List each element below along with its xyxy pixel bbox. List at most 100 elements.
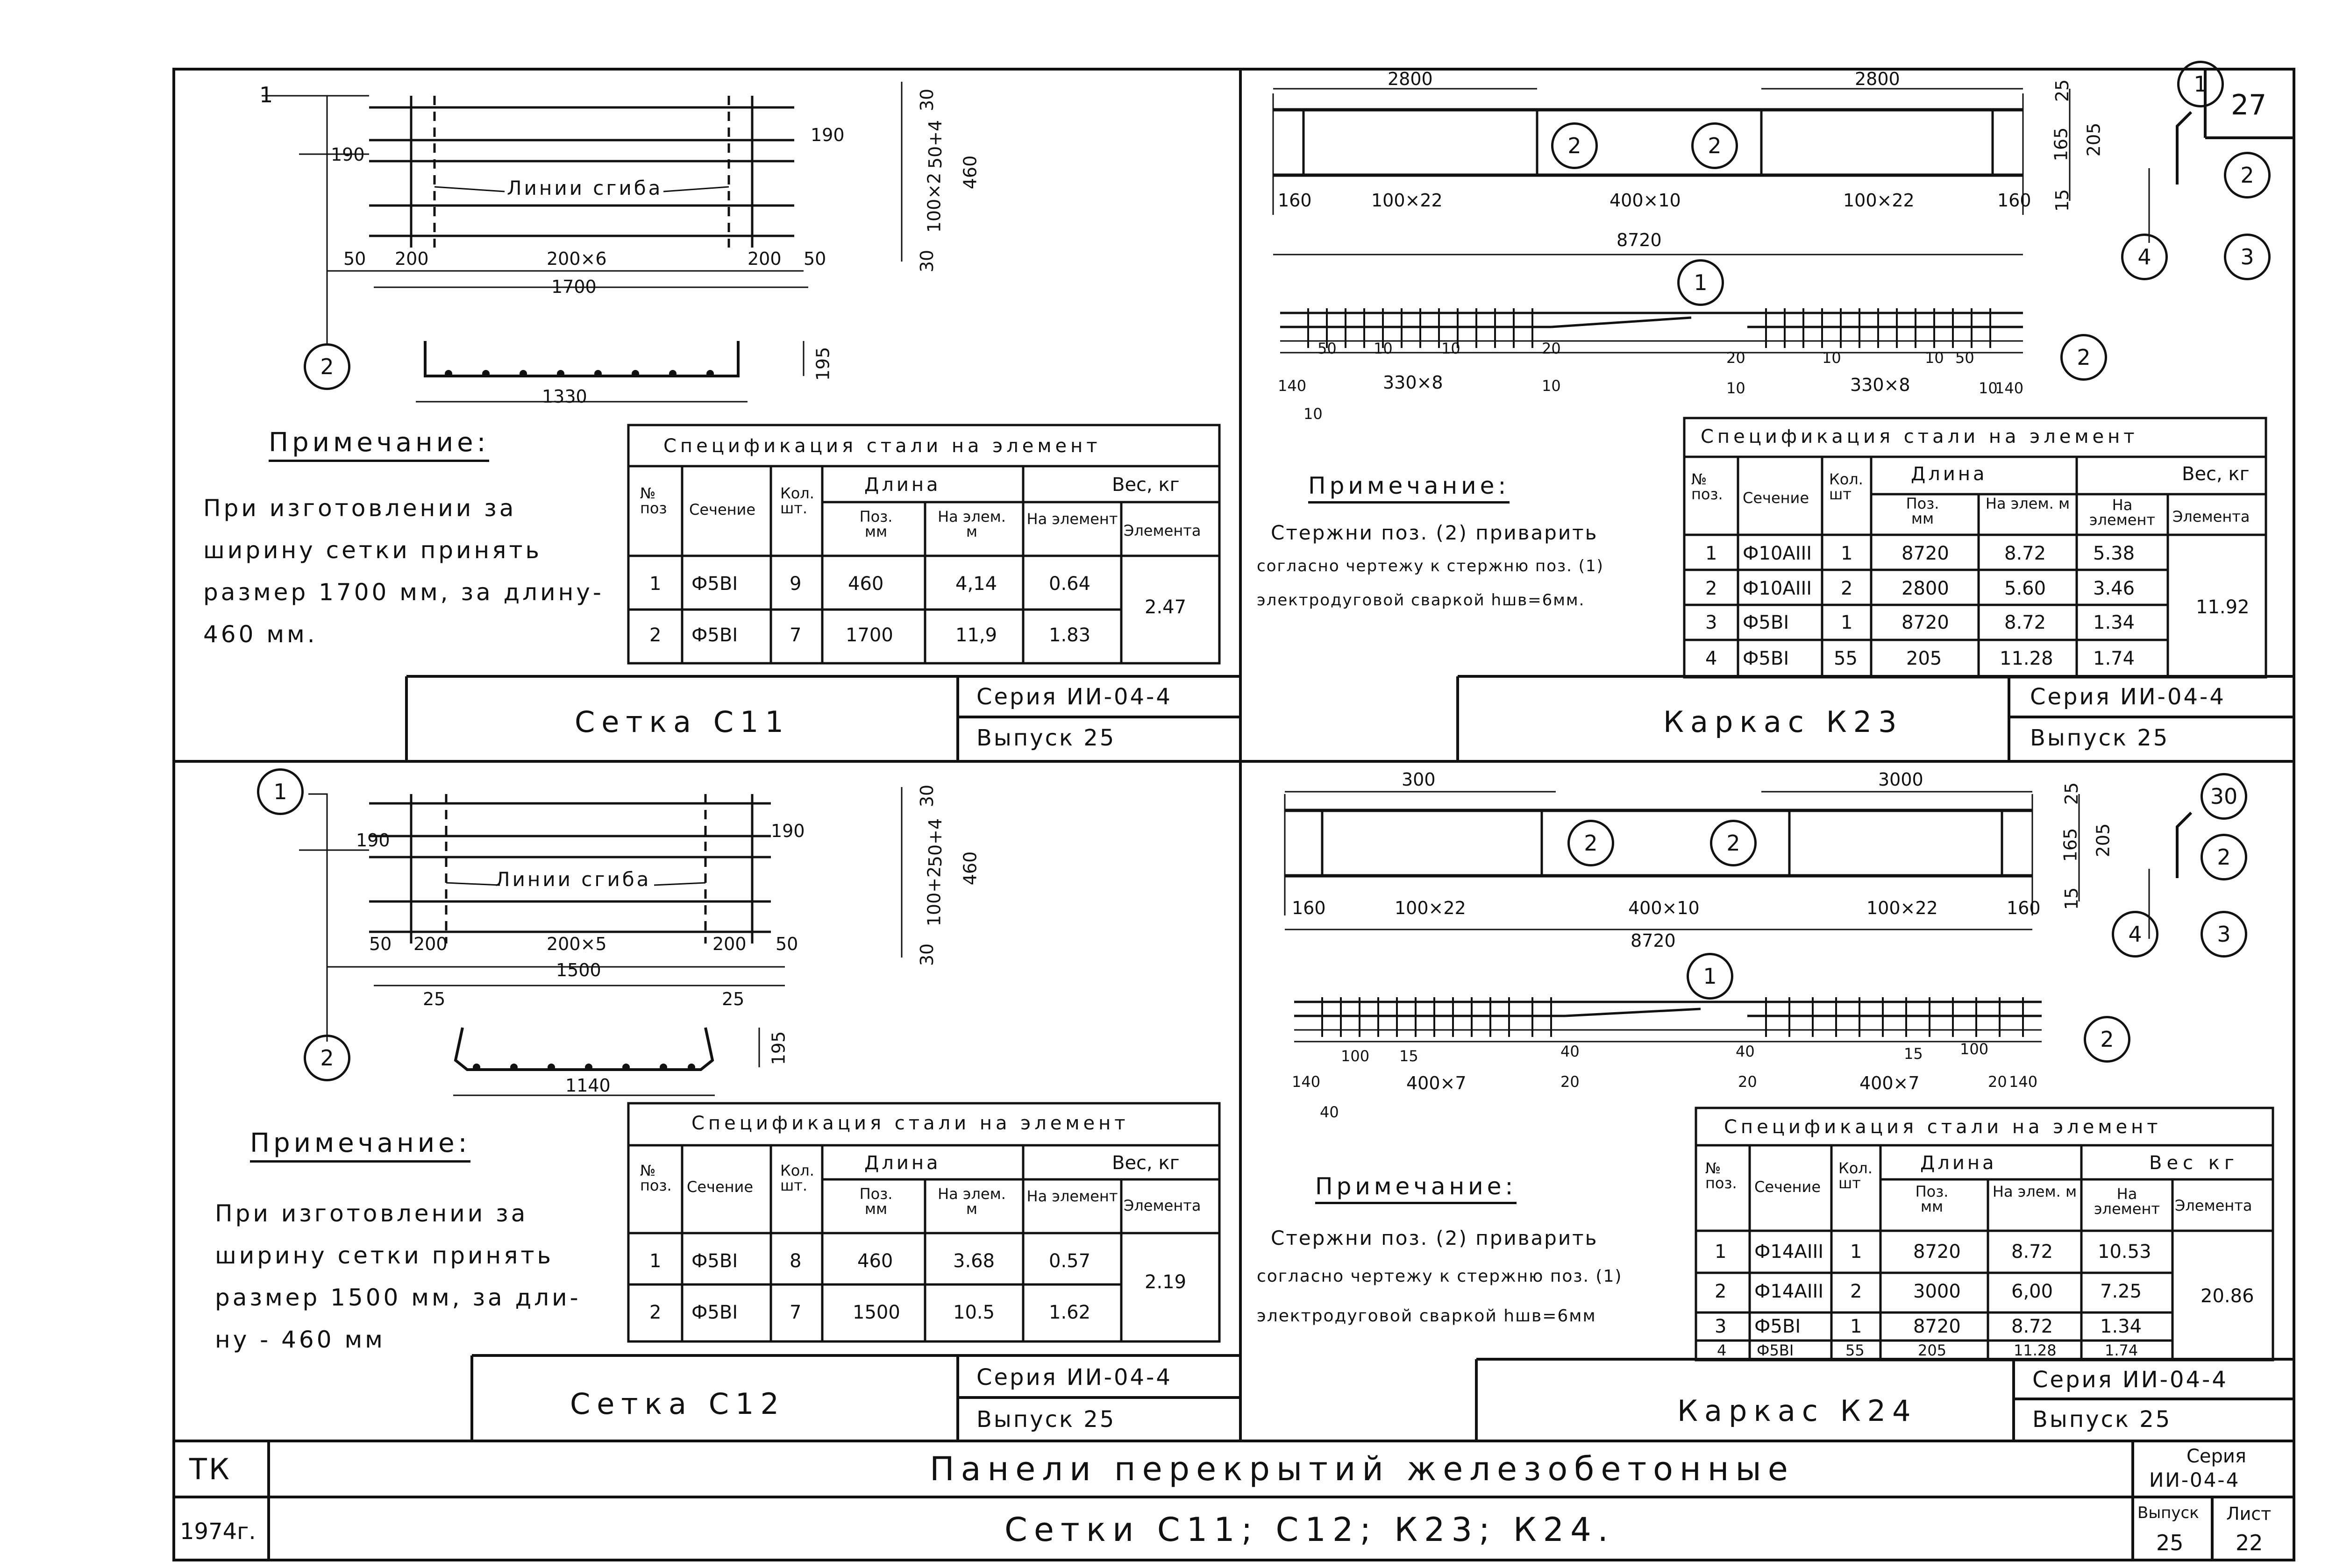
c12-marker-2: 2 (304, 1035, 350, 1081)
k24-marker-4: 4 (2112, 911, 2158, 958)
k23-spec-r4-sec: Ф5ВI (1743, 648, 1789, 669)
title-block-sheet-label: Лист (2226, 1504, 2272, 1524)
k24-dim-top2: 3000 (1878, 769, 1923, 790)
k23-title: Каркас К23 (1663, 705, 1903, 739)
k23-spec-h-pos: № поз. (1691, 470, 1723, 503)
k24-dim-p5: 20 (1560, 1073, 1580, 1091)
k24-dim-p9: 20 (1738, 1073, 1757, 1091)
k24-spec-r4-len: 205 (1918, 1341, 1947, 1359)
c12-spec-h-w: Вес, кг (1112, 1152, 1180, 1174)
c11-issue: Выпуск 25 (976, 725, 1116, 751)
c11-note-header: Примечание: (269, 430, 490, 462)
k23-marker-3: 3 (2224, 234, 2271, 280)
k23-spec-h-len-pos: Поз. мм (1906, 495, 1939, 527)
c11-spec-h-w: Вес, кг (1112, 474, 1180, 496)
c11-spec-r1-len-el: 4,14 (955, 573, 997, 595)
k23-dim-top1: 2800 (1388, 69, 1433, 89)
k23-spec-r1-pos: 1 (1705, 543, 1717, 564)
c11-spec-r2-w: 1.83 (1049, 624, 1091, 646)
k24-spec-r1-w: 10.53 (2098, 1241, 2151, 1263)
c11-dim-v2: 50+4 (925, 120, 946, 169)
k24-marker-1: 1 (1687, 953, 1733, 1000)
c11-note-line-1: При изготовлении за (203, 495, 517, 522)
k24-spec-total: 20.86 (2201, 1285, 2254, 1307)
c12-rebar-dots (473, 1064, 695, 1071)
k23-spec-h-qty: Кол. шт (1829, 470, 1863, 503)
k23-dim-p5: 140 (1278, 377, 1307, 395)
k24-spec-h-pos: № поз. (1705, 1159, 1737, 1192)
k23-spec-r3-w: 1.34 (2093, 612, 2135, 633)
k24-spec-h-len: Длина (1920, 1152, 1997, 1174)
k24-title: Каркас К24 (1677, 1394, 1917, 1428)
c11-dim-top: 190 (811, 125, 845, 145)
k23-spec-total: 11.92 (2196, 596, 2250, 618)
c12-note-header: Примечание: (250, 1130, 471, 1163)
k24-marker-2b: 2 (1710, 820, 1757, 866)
k23-spec-r2-pos: 2 (1705, 578, 1717, 599)
k23-spec-r2-qty: 2 (1841, 578, 1853, 599)
c11-spec-h-qty: Кол. шт. (780, 484, 814, 517)
k23-dim-p12: 330×8 (1850, 375, 1910, 395)
k24-issue: Выпуск 25 (2032, 1406, 2172, 1433)
c11-dim-v3: 100×2 (924, 172, 945, 233)
k23-spec-r3-qty: 1 (1841, 612, 1853, 633)
c11-spec-h-w-tot: Элемента (1124, 522, 1201, 539)
k24-dim-p2: 15 (1399, 1047, 1418, 1065)
c12-spec-h-pos: № поз. (640, 1162, 672, 1194)
c11-spec-r2-qty: 7 (790, 624, 802, 646)
k24-note-header: Примечание: (1315, 1175, 1517, 1204)
k23-dim-p16: 10 (1979, 379, 1998, 397)
k23-dim-p4: 20 (1542, 340, 1561, 357)
k24-spec-r3-pos: 3 (1715, 1316, 1727, 1337)
c11-dim-vtotal: 460 (960, 155, 981, 190)
c12-dim-v1: 30 (917, 784, 938, 808)
c11-rebar-dots (445, 370, 714, 377)
k24-frame-drawing (1284, 791, 2193, 1043)
k23-dim-c: 400×10 (1610, 190, 1681, 211)
title-block-org: ТК (189, 1452, 231, 1486)
k24-marker-2c: 2 (2084, 1016, 2130, 1063)
c12-note-line-3: размер 1500 мм, за дли- (215, 1284, 581, 1311)
k23-dim-p3: 10 (1441, 340, 1460, 357)
c12-spec-h-qty: Кол. шт. (780, 1162, 814, 1194)
k24-spec-r2-len-el: 6,00 (2011, 1281, 2053, 1302)
title-block-year: 1974г. (180, 1518, 256, 1545)
c12-title: Сетка С12 (570, 1387, 785, 1421)
k23-spec-r3-len-el: 8.72 (2004, 612, 2046, 633)
c11-mesh-drawing (262, 82, 903, 403)
k24-marker-3: 3 (2201, 911, 2247, 958)
c11-note-line-2: ширину сетки принять (203, 537, 542, 564)
k23-spec-r3-pos: 3 (1705, 612, 1717, 633)
k23-marker-1-section: 1 (2177, 61, 2224, 107)
c11-dim-w2: 200 (395, 248, 429, 269)
c12-series: Серия ИИ-04-4 (976, 1364, 1172, 1391)
k23-marker-1: 1 (1677, 259, 1724, 306)
k23-dim-v3: 205 (2083, 122, 2104, 157)
k23-dim-p15: 140 (1995, 379, 2024, 397)
c12-issue: Выпуск 25 (976, 1406, 1116, 1433)
k23-spec-r1-qty: 1 (1841, 543, 1853, 564)
k24-spec-r2-qty: 2 (1850, 1281, 1862, 1302)
k23-dim-v2: 165 (2051, 127, 2072, 162)
k23-spec-r2-w: 3.46 (2093, 578, 2135, 599)
k23-dim-v1: 25 (2052, 79, 2073, 102)
k23-dim-p13: 50 (1955, 349, 1974, 367)
title-block-sheet-value: 22 (2236, 1530, 2263, 1555)
c12-spec-r1-len: 460 (857, 1250, 893, 1272)
k24-dim-v3: 205 (2093, 823, 2114, 858)
c11-spec-r1-qty: 9 (790, 573, 802, 595)
c11-dim-w1: 50 (343, 248, 366, 269)
k24-spec-r1-sec: Ф14АIII (1754, 1241, 1824, 1263)
c11-spec-r2-pos: 2 (649, 624, 662, 646)
k23-spec-r3-len: 8720 (1902, 612, 1949, 633)
k24-dim-total: 8720 (1631, 930, 1676, 951)
k24-dim-p6: 140 (1292, 1073, 1321, 1091)
k23-dim-p8: 330×8 (1383, 372, 1443, 393)
k24-spec-r4-sec: Ф5ВI (1757, 1341, 1794, 1359)
c12-spec-r2-w: 1.62 (1049, 1302, 1091, 1323)
c11-note-line-4: 460 мм. (203, 621, 318, 648)
k23-spec-r4-len-el: 11.28 (2000, 648, 2053, 669)
k24-stirrups (1321, 997, 2024, 1037)
k24-spec-r1-qty: 1 (1850, 1241, 1862, 1263)
